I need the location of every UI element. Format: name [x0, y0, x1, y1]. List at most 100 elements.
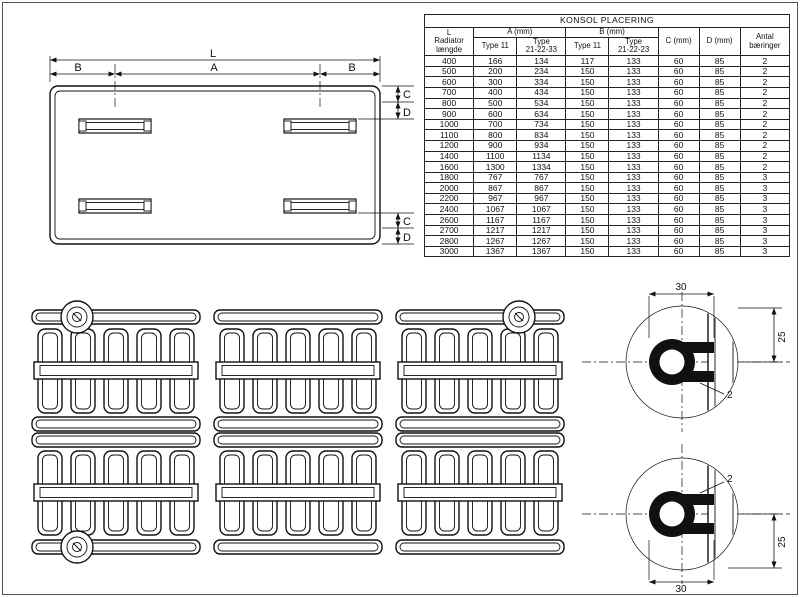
table-cell: 2: [739, 65, 791, 78]
radiator-top-view-drawing: L B A B C D C D: [49, 48, 414, 245]
col-header-a: A (mm): [473, 27, 567, 38]
detail-bottom-thickness-label: 2: [727, 474, 733, 485]
section-right: [396, 310, 564, 554]
table-cell: 85: [698, 86, 741, 99]
bracket-detail-bottom: 30 25 2: [582, 444, 790, 595]
table-cell: 400: [423, 55, 475, 67]
table-cell: 2: [739, 108, 791, 120]
table-cell: 3: [739, 224, 791, 237]
table-cell: 85: [698, 97, 741, 110]
table-cell: 867: [516, 182, 567, 194]
bracket-detail-views: 30 25 2 30 25 2: [582, 282, 790, 595]
table-cell: 133: [608, 86, 659, 99]
table-cell: 1200: [423, 139, 475, 152]
table-cell: 133: [608, 214, 659, 226]
table-cell: 60: [657, 139, 700, 152]
table-cell: 767: [473, 171, 518, 184]
table-cell: 1400: [423, 150, 475, 163]
table-cell: 133: [608, 97, 659, 110]
table-cell: 600: [423, 76, 475, 88]
table-cell: 800: [423, 97, 475, 110]
table-cell: 434: [516, 86, 567, 99]
table-cell: 200: [473, 65, 518, 78]
table-cell: 900: [423, 108, 475, 120]
table-cell: 60: [657, 224, 700, 237]
bracket-detail-top: 30 25 2: [582, 282, 790, 432]
dim-label-C-top: C: [403, 89, 411, 101]
table-cell: 1000: [423, 118, 475, 131]
table-cell: 500: [423, 65, 475, 78]
table-cell: 2600: [423, 214, 475, 226]
section-left: [32, 310, 200, 554]
table-cell: 3: [739, 192, 791, 205]
table-cell: 2: [739, 161, 791, 173]
table-cell: 133: [608, 161, 659, 173]
col-header-d: D (mm): [698, 26, 741, 57]
wall-bracket-top-left: [60, 300, 94, 334]
table-cell: 3: [739, 245, 791, 258]
table-cell: 1067: [473, 203, 518, 216]
table-cell: 2: [739, 97, 791, 110]
table-cell: 85: [698, 150, 741, 163]
table-cell: 150: [565, 171, 610, 184]
table-cell: 150: [565, 192, 610, 205]
col-header-a-type11: Type 11: [473, 36, 518, 57]
table-cell: 150: [565, 97, 610, 110]
table-cell: 150: [565, 182, 610, 194]
table-cell: 133: [608, 182, 659, 194]
table-cell: 133: [608, 108, 659, 120]
table-cell: 2: [739, 55, 791, 67]
table-cell: 900: [473, 139, 518, 152]
table-cell: 300: [473, 76, 518, 88]
table-cell: 133: [608, 224, 659, 237]
table-cell: 700: [423, 86, 475, 99]
table-cell: 85: [698, 139, 741, 152]
wall-bracket-bottom-left: [60, 530, 94, 564]
table-cell: 1167: [516, 214, 567, 226]
table-cell: 1217: [516, 224, 567, 237]
table-cell: 934: [516, 139, 567, 152]
table-cell: 1134: [516, 150, 567, 163]
table-cell: 60: [657, 245, 700, 258]
table-cell: 166: [473, 55, 518, 67]
dim-label-A: A: [210, 62, 218, 74]
table-cell: 133: [608, 192, 659, 205]
table-cell: 60: [657, 129, 700, 141]
table-cell: 150: [565, 76, 610, 88]
table-cell: 2: [739, 150, 791, 163]
table-cell: 85: [698, 76, 741, 88]
table-cell: 60: [657, 118, 700, 131]
table-cell: 3: [739, 203, 791, 216]
table-cell: 2000: [423, 182, 475, 194]
table-cell: 2200: [423, 192, 475, 205]
col-header-b-type21: Type 21-22-23: [608, 36, 659, 57]
table-cell: 1300: [473, 161, 518, 173]
table-cell: 2: [739, 129, 791, 141]
table-cell: 150: [565, 108, 610, 120]
table-cell: 85: [698, 214, 741, 226]
table-cell: 500: [473, 97, 518, 110]
table-cell: 400: [473, 86, 518, 99]
table-cell: 2: [739, 139, 791, 152]
dim-label-D-top: D: [403, 107, 411, 119]
table-cell: 634: [516, 108, 567, 120]
detail-bottom-height-label: 25: [777, 536, 788, 548]
dim-label-L: L: [210, 48, 216, 60]
table-cell: 85: [698, 171, 741, 184]
detail-top-height-label: 25: [777, 331, 788, 343]
table-cell: 967: [516, 192, 567, 205]
